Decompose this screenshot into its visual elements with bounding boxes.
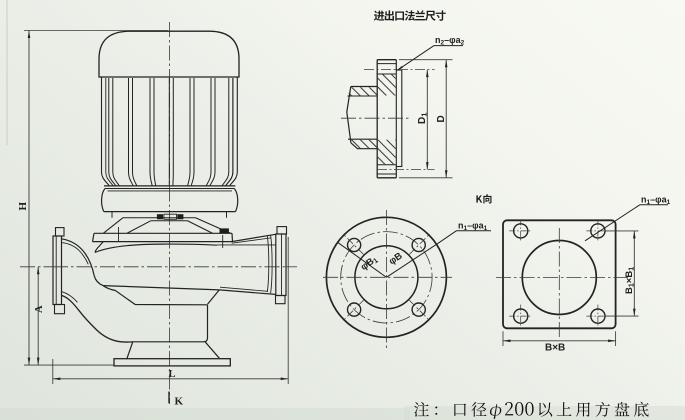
svg-text:K: K (175, 396, 184, 408)
svg-text:B×B: B×B (545, 343, 565, 354)
svg-text:n1–φa1: n1–φa1 (641, 194, 671, 206)
svg-text:D1: D1 (417, 113, 429, 124)
svg-text:D: D (436, 115, 447, 122)
svg-text:H: H (17, 202, 29, 211)
svg-text:A: A (34, 305, 45, 313)
svg-text:n1–φa1: n1–φa1 (458, 220, 488, 232)
svg-text:n2–φa2: n2–φa2 (435, 35, 465, 47)
svg-text:B1×B1: B1×B1 (624, 267, 636, 294)
svg-text:L: L (169, 369, 176, 380)
svg-text:φB: φB (387, 251, 405, 268)
